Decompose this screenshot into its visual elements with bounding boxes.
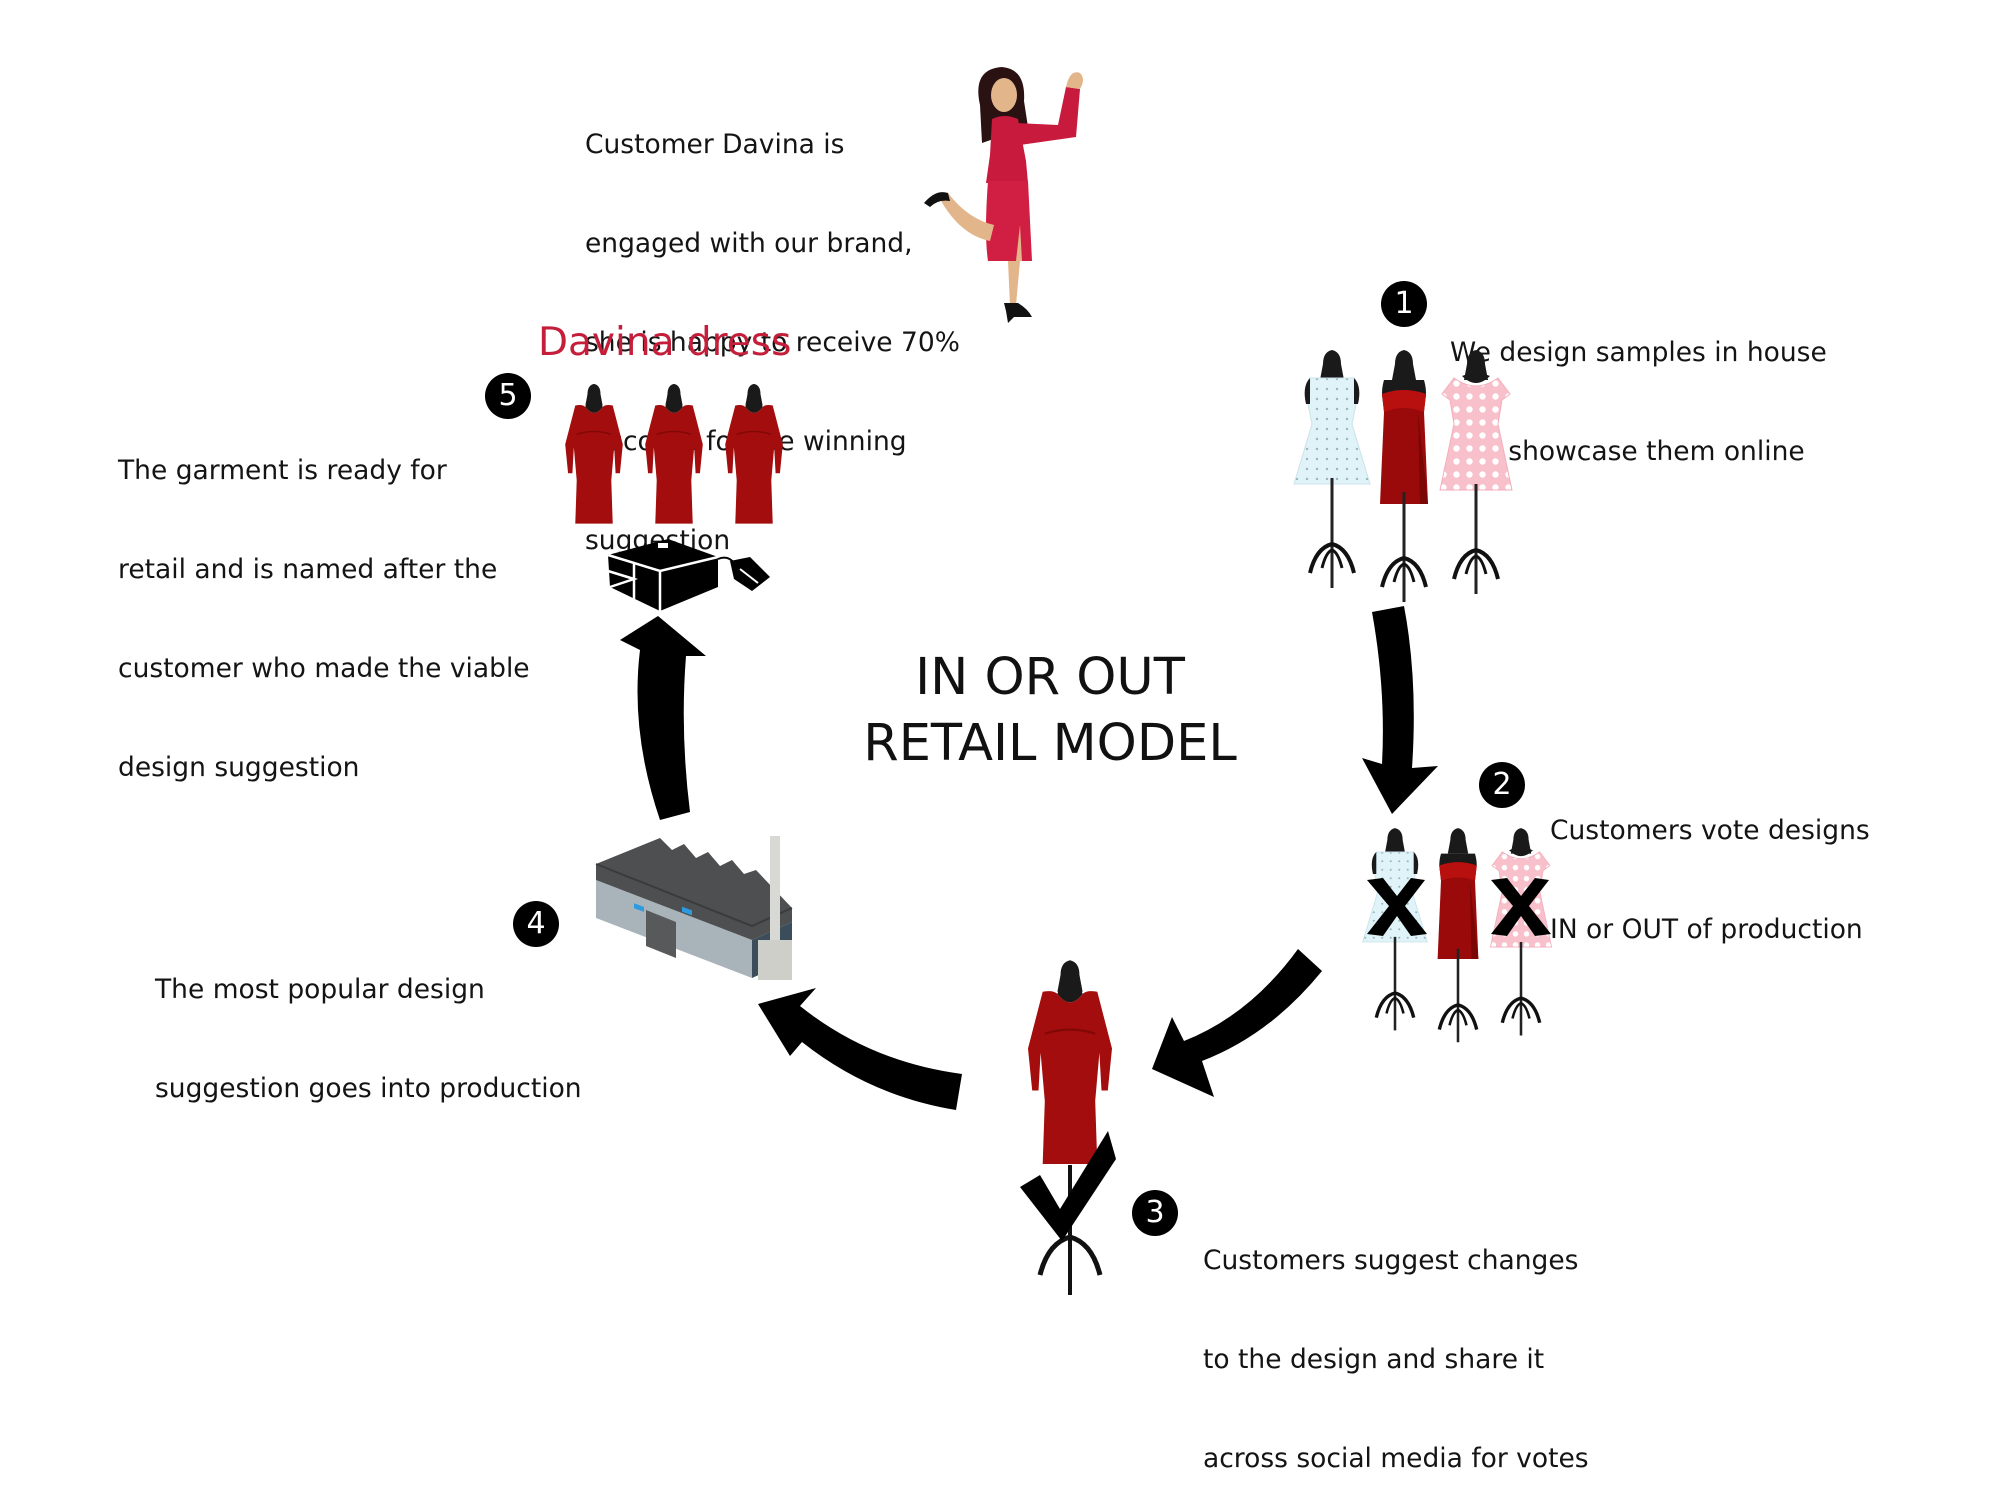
step-3-line: Customers suggest changes xyxy=(1203,1245,1579,1276)
factory-icon xyxy=(595,836,793,980)
step-2-badge: 2 xyxy=(1479,762,1525,808)
step-5-badge: 5 xyxy=(485,373,531,419)
title-line-2: RETAIL MODEL xyxy=(863,714,1237,773)
arrow-up-left-icon xyxy=(758,988,962,1110)
diagram-title: IN OR OUT RETAIL MODEL xyxy=(820,645,1280,777)
step-5-line: design suggestion xyxy=(118,752,360,783)
product-name: Davina dress xyxy=(538,320,792,365)
arrow-down-left-icon xyxy=(1152,949,1322,1097)
step-5-red-dresses-icon xyxy=(550,380,810,520)
checkmark-icon xyxy=(1020,1131,1116,1241)
step-3-badge: 3 xyxy=(1132,1190,1178,1236)
customer-note-line: she is happy to receive 70% xyxy=(585,327,960,358)
step-5-line: The garment is ready for xyxy=(118,455,447,486)
arrow-up-icon xyxy=(620,616,706,820)
step-4-badge: 4 xyxy=(513,901,559,947)
x-mark-icon xyxy=(1491,878,1551,936)
package-icon xyxy=(607,539,770,611)
x-mark-icon xyxy=(1367,878,1427,936)
customer-note-line: engaged with our brand, xyxy=(585,228,913,259)
step-2-text: Customers vote designs IN or OUT of prod… xyxy=(1550,748,1870,979)
step-2-voted-dresses-icon xyxy=(1355,830,1565,1045)
step-3-text: Customers suggest changes to the design … xyxy=(1203,1178,1589,1508)
title-line-1: IN OR OUT xyxy=(915,648,1185,707)
step-2-line: Customers vote designs xyxy=(1550,815,1870,846)
step-1-badge: 1 xyxy=(1381,281,1427,327)
step-2-line: IN or OUT of production xyxy=(1550,914,1863,945)
step-3-line: to the design and share it xyxy=(1203,1344,1545,1375)
arrow-down-icon xyxy=(1362,606,1438,814)
step-3-line: across social media for votes xyxy=(1203,1443,1589,1474)
step-1-line: We design samples in house xyxy=(1450,337,1827,368)
step-4-line: The most popular design xyxy=(155,974,485,1005)
step-4-line: suggestion goes into production xyxy=(155,1073,582,1104)
step-5-text: The garment is ready for retail and is n… xyxy=(118,388,530,817)
customer-note-line: Customer Davina is xyxy=(585,129,845,160)
customer-woman-icon xyxy=(924,67,1083,323)
step-5-line: retail and is named after the xyxy=(118,554,498,585)
step-3-dress-icon xyxy=(1020,955,1116,1295)
step-1-dresses-icon xyxy=(1290,350,1530,604)
step-5-line: customer who made the viable xyxy=(118,653,530,684)
step-4-text: The most popular design suggestion goes … xyxy=(155,907,582,1138)
